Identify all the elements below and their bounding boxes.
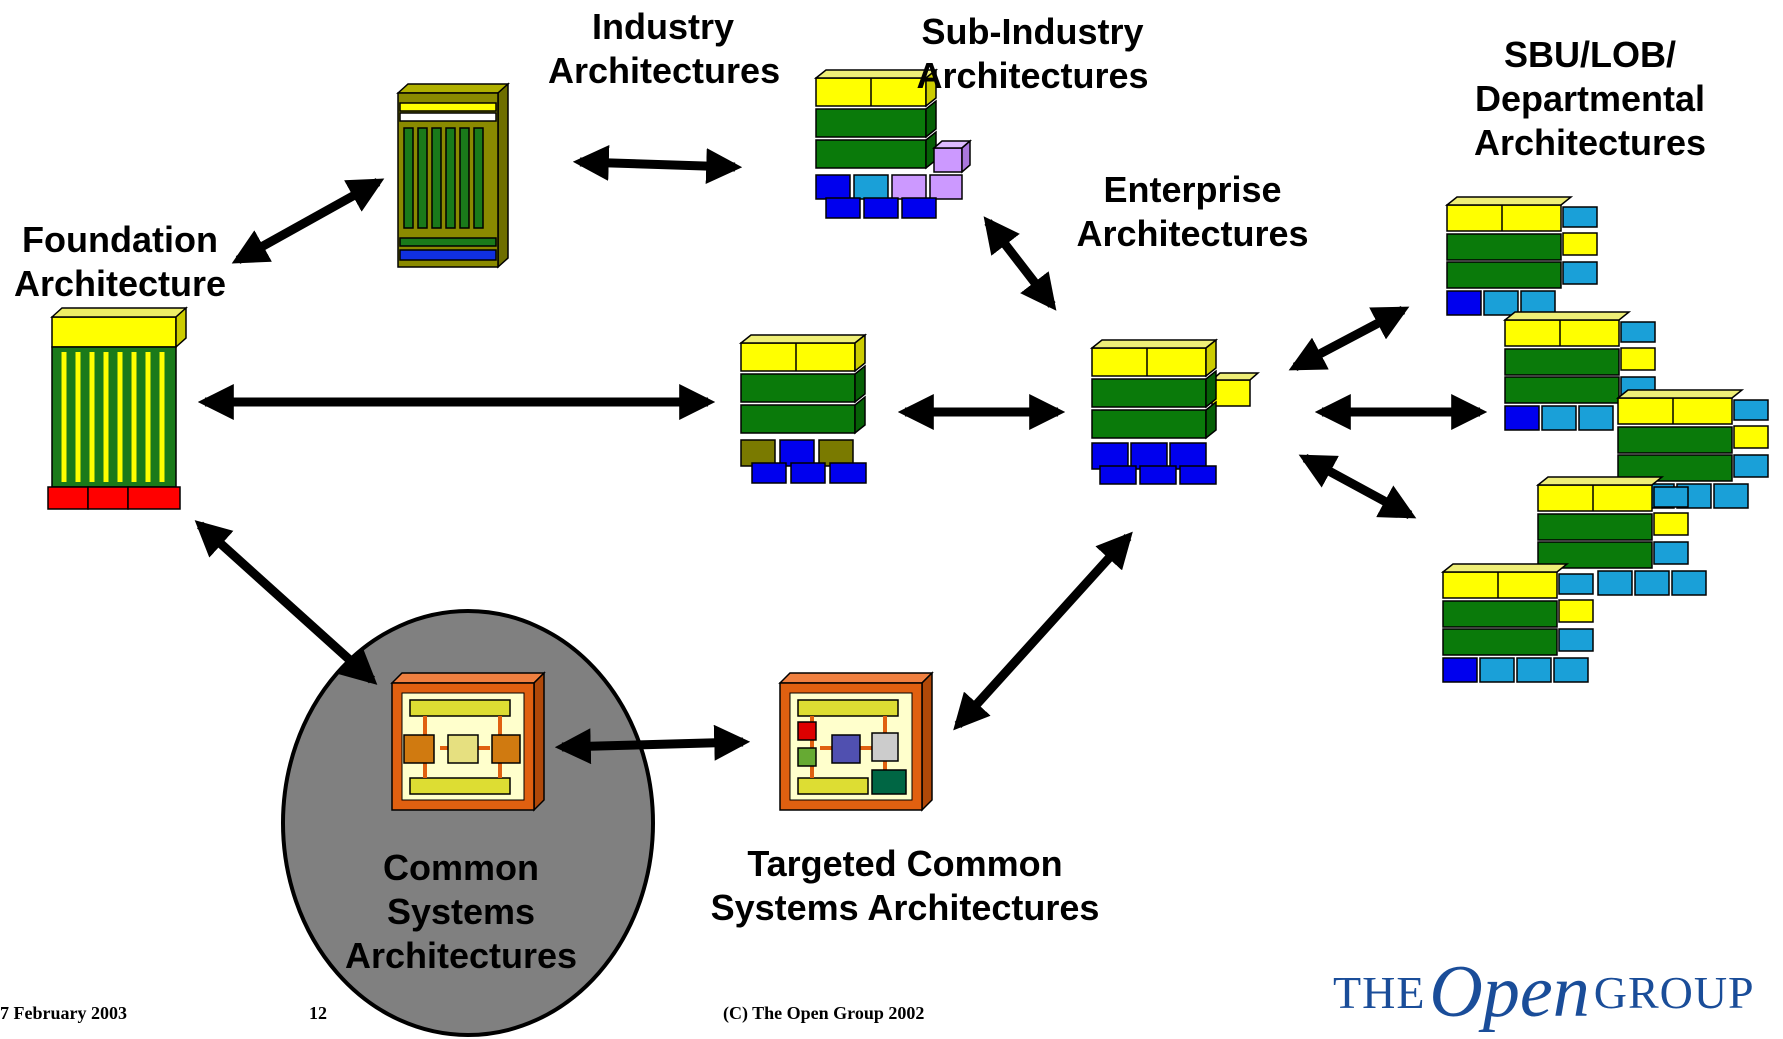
arrow-foundation-common: [194, 520, 378, 685]
targeted-common-label-line2: Systems Architectures: [710, 887, 1100, 928]
industry-label: Industry Architectures: [548, 5, 781, 93]
targeted-common-systems-icon: [778, 671, 934, 812]
common-systems-label-line3: Architectures: [344, 935, 578, 976]
targeted-common-label-line1: Targeted Common: [747, 843, 1063, 884]
arrow-foundation-industry: [231, 178, 385, 264]
sbu-label-line2: Departmental: [1474, 78, 1706, 119]
common-systems-label-line2: Systems: [386, 891, 536, 932]
arrow-targeted-enterprise: [953, 531, 1133, 731]
footer-date: 7 February 2003: [0, 1003, 127, 1023]
middle-architecture-icon: [738, 333, 868, 484]
arrow-enterprise-sbu-low: [1298, 454, 1417, 519]
footer-copyright: (C) The Open Group 2002: [723, 1003, 925, 1023]
arrow-subindustry-enterprise: [983, 216, 1057, 311]
enterprise-label-line1: Enterprise: [1103, 169, 1282, 210]
common-systems-circle: [281, 609, 655, 1037]
subindustry-label-line2: Architectures: [916, 55, 1149, 96]
logo-group: GROUP: [1593, 967, 1755, 1018]
open-group-logo: THE Open GROUP: [1333, 950, 1755, 1035]
sbu-architecture-stack-5: [1440, 563, 1594, 683]
subindustry-architecture-icon: [813, 68, 972, 219]
industry-architecture-icon: [396, 82, 510, 269]
foundation-label: Foundation Architecture: [0, 218, 240, 306]
footer-page-number: 12: [309, 1003, 327, 1023]
enterprise-architecture-icon: [1089, 338, 1260, 485]
foundation-label-line1: Foundation: [22, 219, 218, 260]
sbu-label-line1: SBU/LOB/: [1503, 34, 1676, 75]
sbu-label: SBU/LOB/ Departmental Architectures: [1460, 33, 1720, 165]
arrow-enterprise-sbu-top: [1288, 306, 1410, 371]
foundation-label-line2: Architecture: [13, 263, 227, 304]
sbu-label-line3: Architectures: [1473, 122, 1707, 163]
arrow-industry-subindustry: [572, 144, 743, 185]
arrow-common-targeted: [554, 724, 751, 765]
sbu-architecture-stack-1: [1444, 196, 1598, 316]
common-systems-label-line1: Common: [383, 847, 539, 888]
logo-open: Open: [1429, 951, 1590, 1033]
industry-label-line2: Architectures: [548, 50, 781, 91]
enterprise-label-line2: Architectures: [1076, 213, 1309, 254]
targeted-common-label: Targeted Common Systems Architectures: [690, 842, 1120, 930]
sbu-architecture-stack-2: [1502, 311, 1656, 431]
arrows: [194, 144, 1488, 765]
subindustry-label: Sub-Industry Architectures: [910, 10, 1155, 98]
common-systems-architecture-icon: [390, 671, 546, 812]
common-systems-label: Common Systems Architectures: [333, 846, 589, 978]
subindustry-label-line1: Sub-Industry: [921, 11, 1144, 52]
sbu-architecture-stack-4: [1535, 476, 1707, 596]
foundation-architecture-icon: [47, 306, 188, 510]
logo-the: THE: [1333, 967, 1426, 1018]
enterprise-label: Enterprise Architectures: [1065, 168, 1320, 256]
industry-label-line1: Industry: [591, 6, 734, 47]
